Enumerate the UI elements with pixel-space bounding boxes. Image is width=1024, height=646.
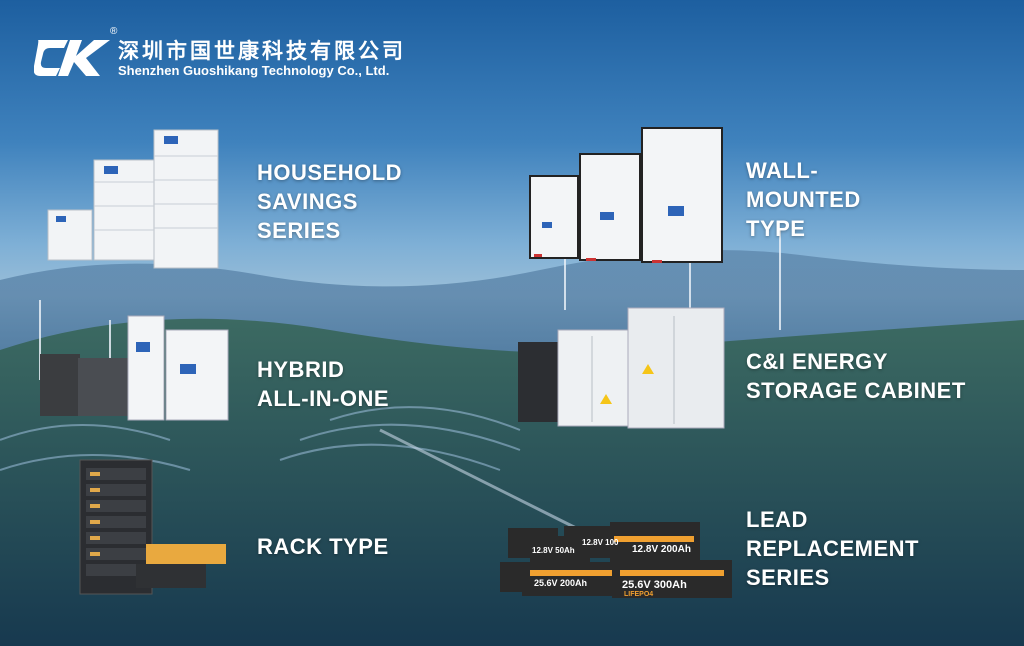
label-ci-energy-storage-cabinet: C&I ENERGY STORAGE CABINET [746,349,966,403]
battery-rack-icon [79,459,226,595]
battery-label-1: 12.8V 50Ah [532,546,575,555]
ck-logo-icon [34,40,110,76]
registered-mark: ® [110,26,118,37]
company-name-en: Shenzhen Guoshikang Technology Co., Ltd. [118,63,390,78]
battery-label-4: 25.6V 200Ah [534,578,587,588]
battery-label-6: LIFEPO4 [624,591,653,598]
battery-label-5: 25.6V 300Ah [622,579,687,591]
company-logo: ® 深圳市国世康科技有限公司 Shenzhen Guoshikang Techn… [34,26,414,84]
company-name-cn: 深圳市国世康科技有限公司 [118,39,406,63]
battery-label-3: 12.8V 200Ah [632,544,691,555]
wall-mounted-battery-icon [529,127,723,263]
battery-label-2: 12.8V 100 [582,538,619,547]
label-household-savings-series: HOUSEHOLD SAVINGS SERIES [257,160,403,243]
label-rack-type: RACK TYPE [257,534,389,559]
label-wall-mounted-type: WALL- MOUNTED TYPE [746,158,861,241]
lifepo4-batteries-icon: 12.8V 50Ah 12.8V 100 12.8V 200Ah 25.6V 2… [500,522,732,598]
hybrid-inverter-battery-icon [40,315,229,421]
label-lead-replacement-series: LEAD REPLACEMENT SERIES [746,507,919,590]
storage-cabinet-icon [518,307,725,429]
stacked-battery-units-icon [47,129,219,269]
label-hybrid-all-in-one: HYBRID ALL-IN-ONE [257,357,390,411]
